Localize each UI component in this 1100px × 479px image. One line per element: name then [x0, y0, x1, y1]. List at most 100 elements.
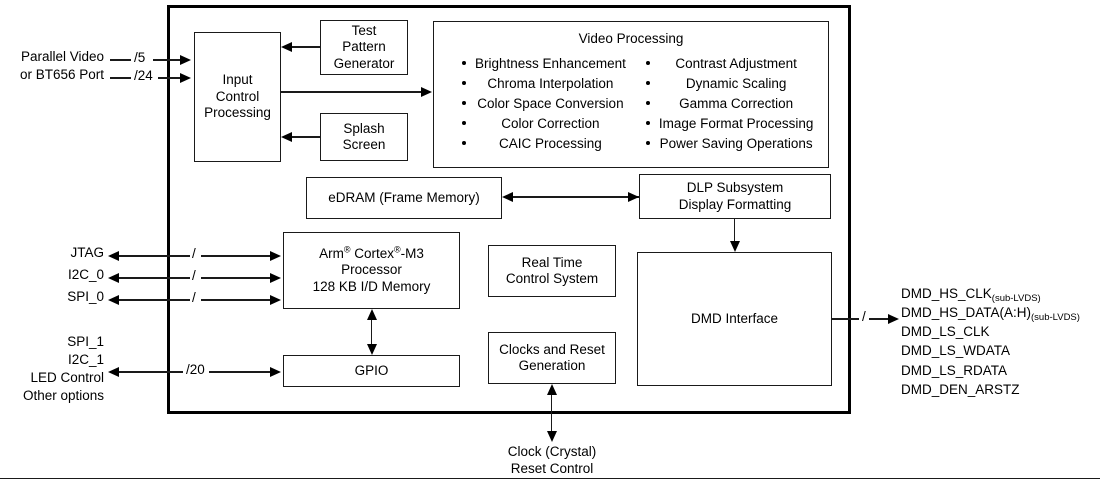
block-splash-screen: Splash Screen: [320, 113, 408, 161]
list-item: Brightness Enhancement: [460, 54, 626, 74]
output-signal-dmd-den-arstz: DMD_DEN_ARSTZ: [901, 381, 1020, 397]
block-real-time-control-system: Real Time Control System: [488, 245, 616, 297]
block-video-processing: Video Processing Brightness Enhancement …: [433, 21, 829, 168]
bus-width-label-24: /24: [132, 68, 155, 83]
test-pattern-line3: Generator: [333, 55, 395, 71]
arrowhead-processor-gpio-up: [366, 309, 377, 320]
arrowhead-clock-up: [546, 384, 557, 395]
clocks-reset-line1: Clocks and Reset: [499, 341, 605, 357]
arrowhead-jtag-right: [270, 250, 281, 261]
output-signal-list: DMD_HS_CLK(sub-LVDS) DMD_HS_DATA(A:H)(su…: [901, 284, 1100, 399]
bus-width-label-dmd: /: [860, 309, 868, 324]
input-control-line1: Input: [222, 72, 253, 88]
wire-i2c-0-a: [119, 277, 190, 279]
list-item: CAIC Processing: [460, 134, 626, 154]
wire-jtag-b: [201, 255, 270, 257]
gpio-label: GPIO: [354, 362, 389, 378]
block-clocks-and-reset-generation: Clocks and Reset Generation: [488, 332, 616, 384]
block-gpio: GPIO: [283, 355, 460, 387]
arrowhead-input-control-to-video-processing: [421, 86, 432, 97]
arrowhead-dlp-right: [628, 191, 639, 202]
input-label-parallel-video-line1: Parallel Video: [20, 49, 104, 64]
input-label-i2c-1: I2C_1: [67, 352, 104, 367]
arrowhead-gpio-right: [270, 366, 281, 377]
bus-width-label-jtag: /: [190, 246, 198, 261]
list-item: Gamma Correction: [644, 94, 814, 114]
registered-icon: ®: [343, 244, 351, 255]
arrowhead-processor-gpio-down: [366, 344, 377, 355]
wire-edram-to-dlp-subsystem: [513, 196, 639, 198]
processor-arm-text: Arm: [319, 245, 344, 261]
wire-processor-to-gpio: [371, 314, 373, 351]
dlp-subsystem-line2: Display Formatting: [678, 196, 792, 212]
input-label-jtag: JTAG: [70, 245, 105, 260]
input-label-other-options: Other options: [22, 388, 104, 403]
input-label-spi-0: SPI_0: [67, 289, 104, 304]
dlp-subsystem-line1: DLP Subsystem: [686, 180, 784, 196]
arrowhead-i2c-0-left: [108, 272, 119, 283]
arrowhead-parallel-video-24: [180, 72, 191, 83]
list-item: Power Saving Operations: [644, 134, 814, 154]
video-processing-feature-list-left: Brightness Enhancement Chroma Interpolat…: [460, 54, 626, 153]
arrowhead-dlp-to-dmd-interface: [729, 241, 740, 252]
list-item: Color Space Conversion: [460, 94, 626, 114]
splash-line2: Screen: [342, 137, 386, 152]
arrowhead-i2c-0-right: [270, 272, 281, 283]
output-signal-dmd-hs-data: DMD_HS_DATA(A:H)(sub-LVDS): [901, 303, 1100, 324]
real-time-line1: Real Time: [521, 254, 583, 270]
processor-cortex-text: Cortex: [350, 245, 394, 261]
registered-icon: ®: [394, 244, 401, 255]
list-item: Image Format Processing: [644, 114, 813, 134]
bus-width-label-spi-0: /: [190, 290, 198, 305]
test-pattern-line2: Pattern: [342, 39, 386, 55]
wire-jtag-a: [119, 255, 190, 257]
wire-input-control-to-video-processing: [281, 91, 421, 93]
processor-m3-text: -M3: [400, 245, 424, 261]
input-label-clock-crystal: Clock (Crystal): [507, 444, 597, 459]
wire-tpg-to-input-control: [292, 46, 320, 48]
block-arm-processor: Arm® Cortex®-M3 Processor 128 KB I/D Mem…: [283, 232, 460, 309]
clocks-reset-line2: Generation: [518, 358, 586, 373]
wire-dmd-output-a: [832, 318, 859, 320]
list-item: Color Correction: [460, 114, 626, 134]
wire-parallel-video-5b: [153, 59, 180, 61]
arrowhead-parallel-video-5: [180, 54, 191, 65]
dmd-interface-label: DMD Interface: [690, 310, 779, 326]
wire-gpio-b: [209, 371, 270, 373]
wire-gpio-a: [119, 371, 183, 373]
block-dmd-interface: DMD Interface: [637, 252, 832, 386]
output-signal-dmd-ls-rdata: DMD_LS_RDATA: [901, 362, 1008, 378]
arrowhead-splash-to-input-control: [281, 131, 292, 142]
output-signal-sub: (sub-LVDS): [991, 293, 1041, 304]
wire-clock-external: [551, 389, 553, 437]
output-signal-dmd-hs-clk: DMD_HS_CLK(sub-LVDS): [901, 284, 1100, 304]
block-input-control-processing: Input Control Processing: [194, 32, 281, 162]
arrowhead-gpio-left: [108, 366, 119, 377]
output-signal-dmd-ls-wdata: DMD_LS_WDATA: [901, 343, 1011, 359]
list-item: Contrast Adjustment: [644, 54, 814, 74]
splash-line1: Splash: [343, 120, 385, 136]
processor-line2: Processor: [341, 262, 402, 278]
input-label-parallel-video-line2: or BT656 Port: [19, 67, 104, 82]
wire-dlp-to-dmd-interface: [734, 219, 736, 245]
bus-width-label-20: /20: [184, 362, 207, 377]
wire-splash-to-input-control: [292, 136, 320, 138]
wire-spi-0-a: [119, 299, 190, 301]
chip-boundary: [167, 5, 851, 414]
list-item: Chroma Interpolation: [460, 74, 626, 94]
figure-bottom-rule: [0, 477, 1100, 479]
input-label-i2c-0: I2C_0: [67, 267, 104, 282]
block-edram: eDRAM (Frame Memory): [306, 177, 502, 219]
wire-spi-0-b: [201, 299, 270, 301]
output-signal-sub: (sub-LVDS): [1031, 312, 1080, 324]
arrowhead-dmd-output: [888, 313, 899, 324]
output-signal-dmd-ls-clk: DMD_LS_CLK: [901, 324, 990, 340]
bus-width-label-5: /5: [132, 50, 148, 65]
wire-parallel-video-24: [110, 77, 131, 79]
wire-parallel-video-24b: [158, 77, 180, 79]
wire-i2c-0-b: [201, 277, 270, 279]
output-signal-name: DMD_HS_CLK: [901, 286, 992, 301]
arrowhead-spi-0-right: [270, 294, 281, 305]
output-signal-name: DMD_HS_DATA(A:H): [901, 305, 1032, 321]
